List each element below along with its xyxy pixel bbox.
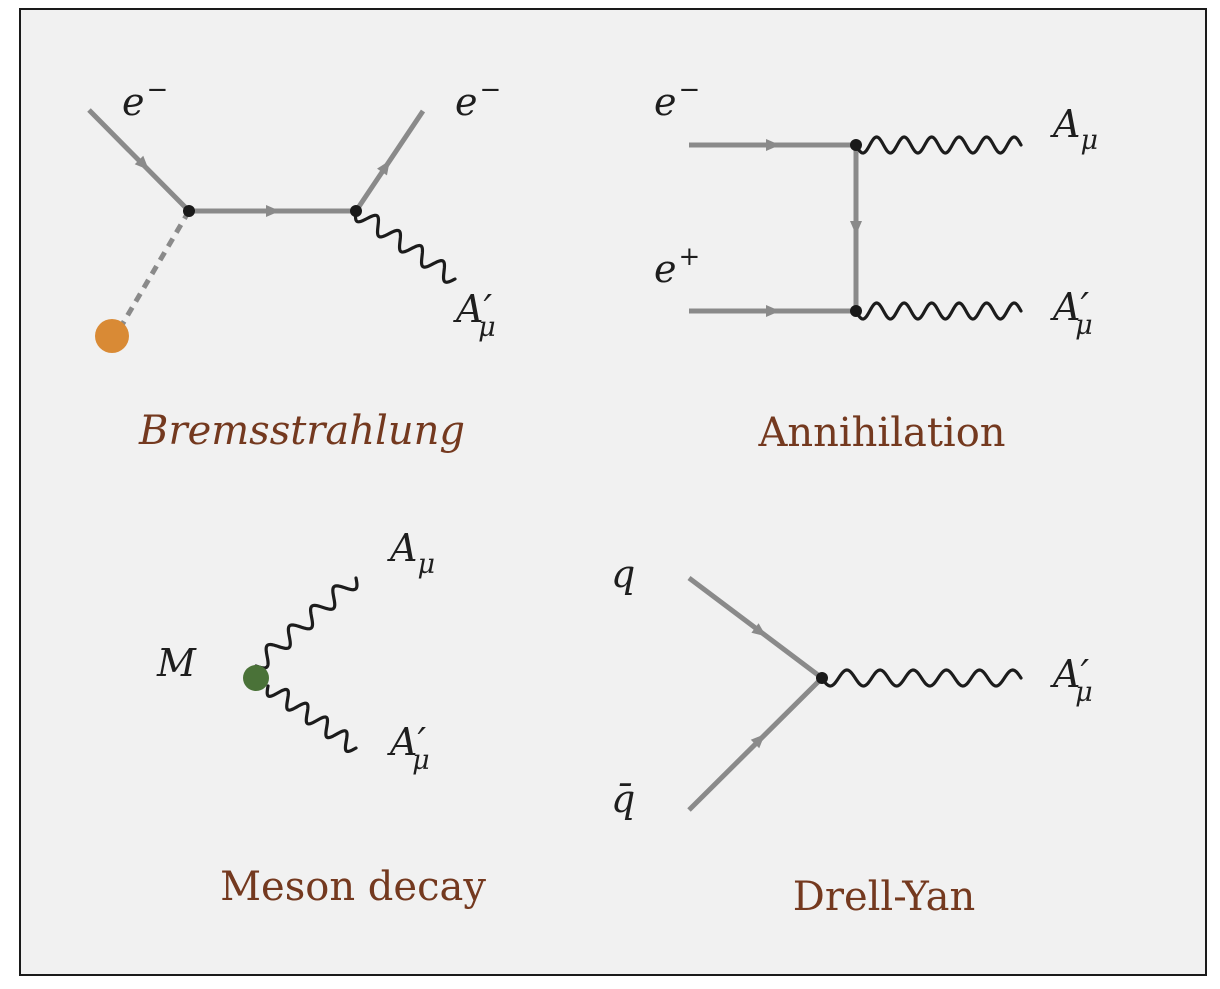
vertex-dot [183,205,195,217]
fermion-arrow [766,305,780,317]
dark-photon-label: A′μ [1050,652,1093,708]
dark-photon-line-bottom [265,684,358,754]
photon-label: Aμ [1050,102,1098,156]
meson-decay-caption: Meson decay [220,864,486,910]
quark-label: q [611,552,635,596]
meson-dot [243,665,269,691]
bremsstrahlung-diagram: e− e− A′μ Bremsstrahlung [87,75,501,454]
nucleus-exchange-line [116,209,192,332]
bremsstrahlung-caption: Bremsstrahlung [138,408,465,454]
fermion-arrow [266,205,280,217]
meson-label: M [156,641,197,685]
photon-line-top [854,135,1023,155]
vertex-dot [350,205,362,217]
photon-label: Aμ [387,526,435,580]
photon-line-top [254,576,359,670]
dark-photon-label: A′μ [453,287,496,343]
dark-photon-label: A′μ [387,720,430,776]
dark-photon-line [820,668,1023,688]
electron-label: e− [654,75,700,124]
vertex-dot [816,672,828,684]
fermion-arrow [751,623,767,637]
vertex-dot [850,305,862,317]
outgoing-electron-label: e− [455,75,501,124]
annihilation-diagram: e− e+ Aμ A′μ Annihilation [654,75,1098,456]
fermion-arrow [766,139,780,151]
incoming-electron-label: e− [122,75,168,124]
nucleus-dot [95,319,129,353]
fermion-arrow [377,160,390,176]
fermion-arrow [134,155,149,170]
drell-yan-caption: Drell-Yan [793,874,975,920]
dark-photon-label: A′μ [1050,285,1093,341]
dark-photon-line-bottom [854,301,1023,321]
drell-yan-diagram: q q̄ A′μ Drell-Yan [611,552,1093,920]
fermion-arrow [750,734,765,749]
antiquark-label: q̄ [611,777,635,821]
vertex-dot [850,139,862,151]
radiated-photon-line [353,209,457,284]
positron-label: e+ [654,242,700,291]
annihilation-caption: Annihilation [757,410,1005,456]
meson-decay-diagram: M Aμ A′μ Meson decay [156,526,486,910]
figure-panel [19,8,1207,976]
fermion-arrow [850,221,862,235]
